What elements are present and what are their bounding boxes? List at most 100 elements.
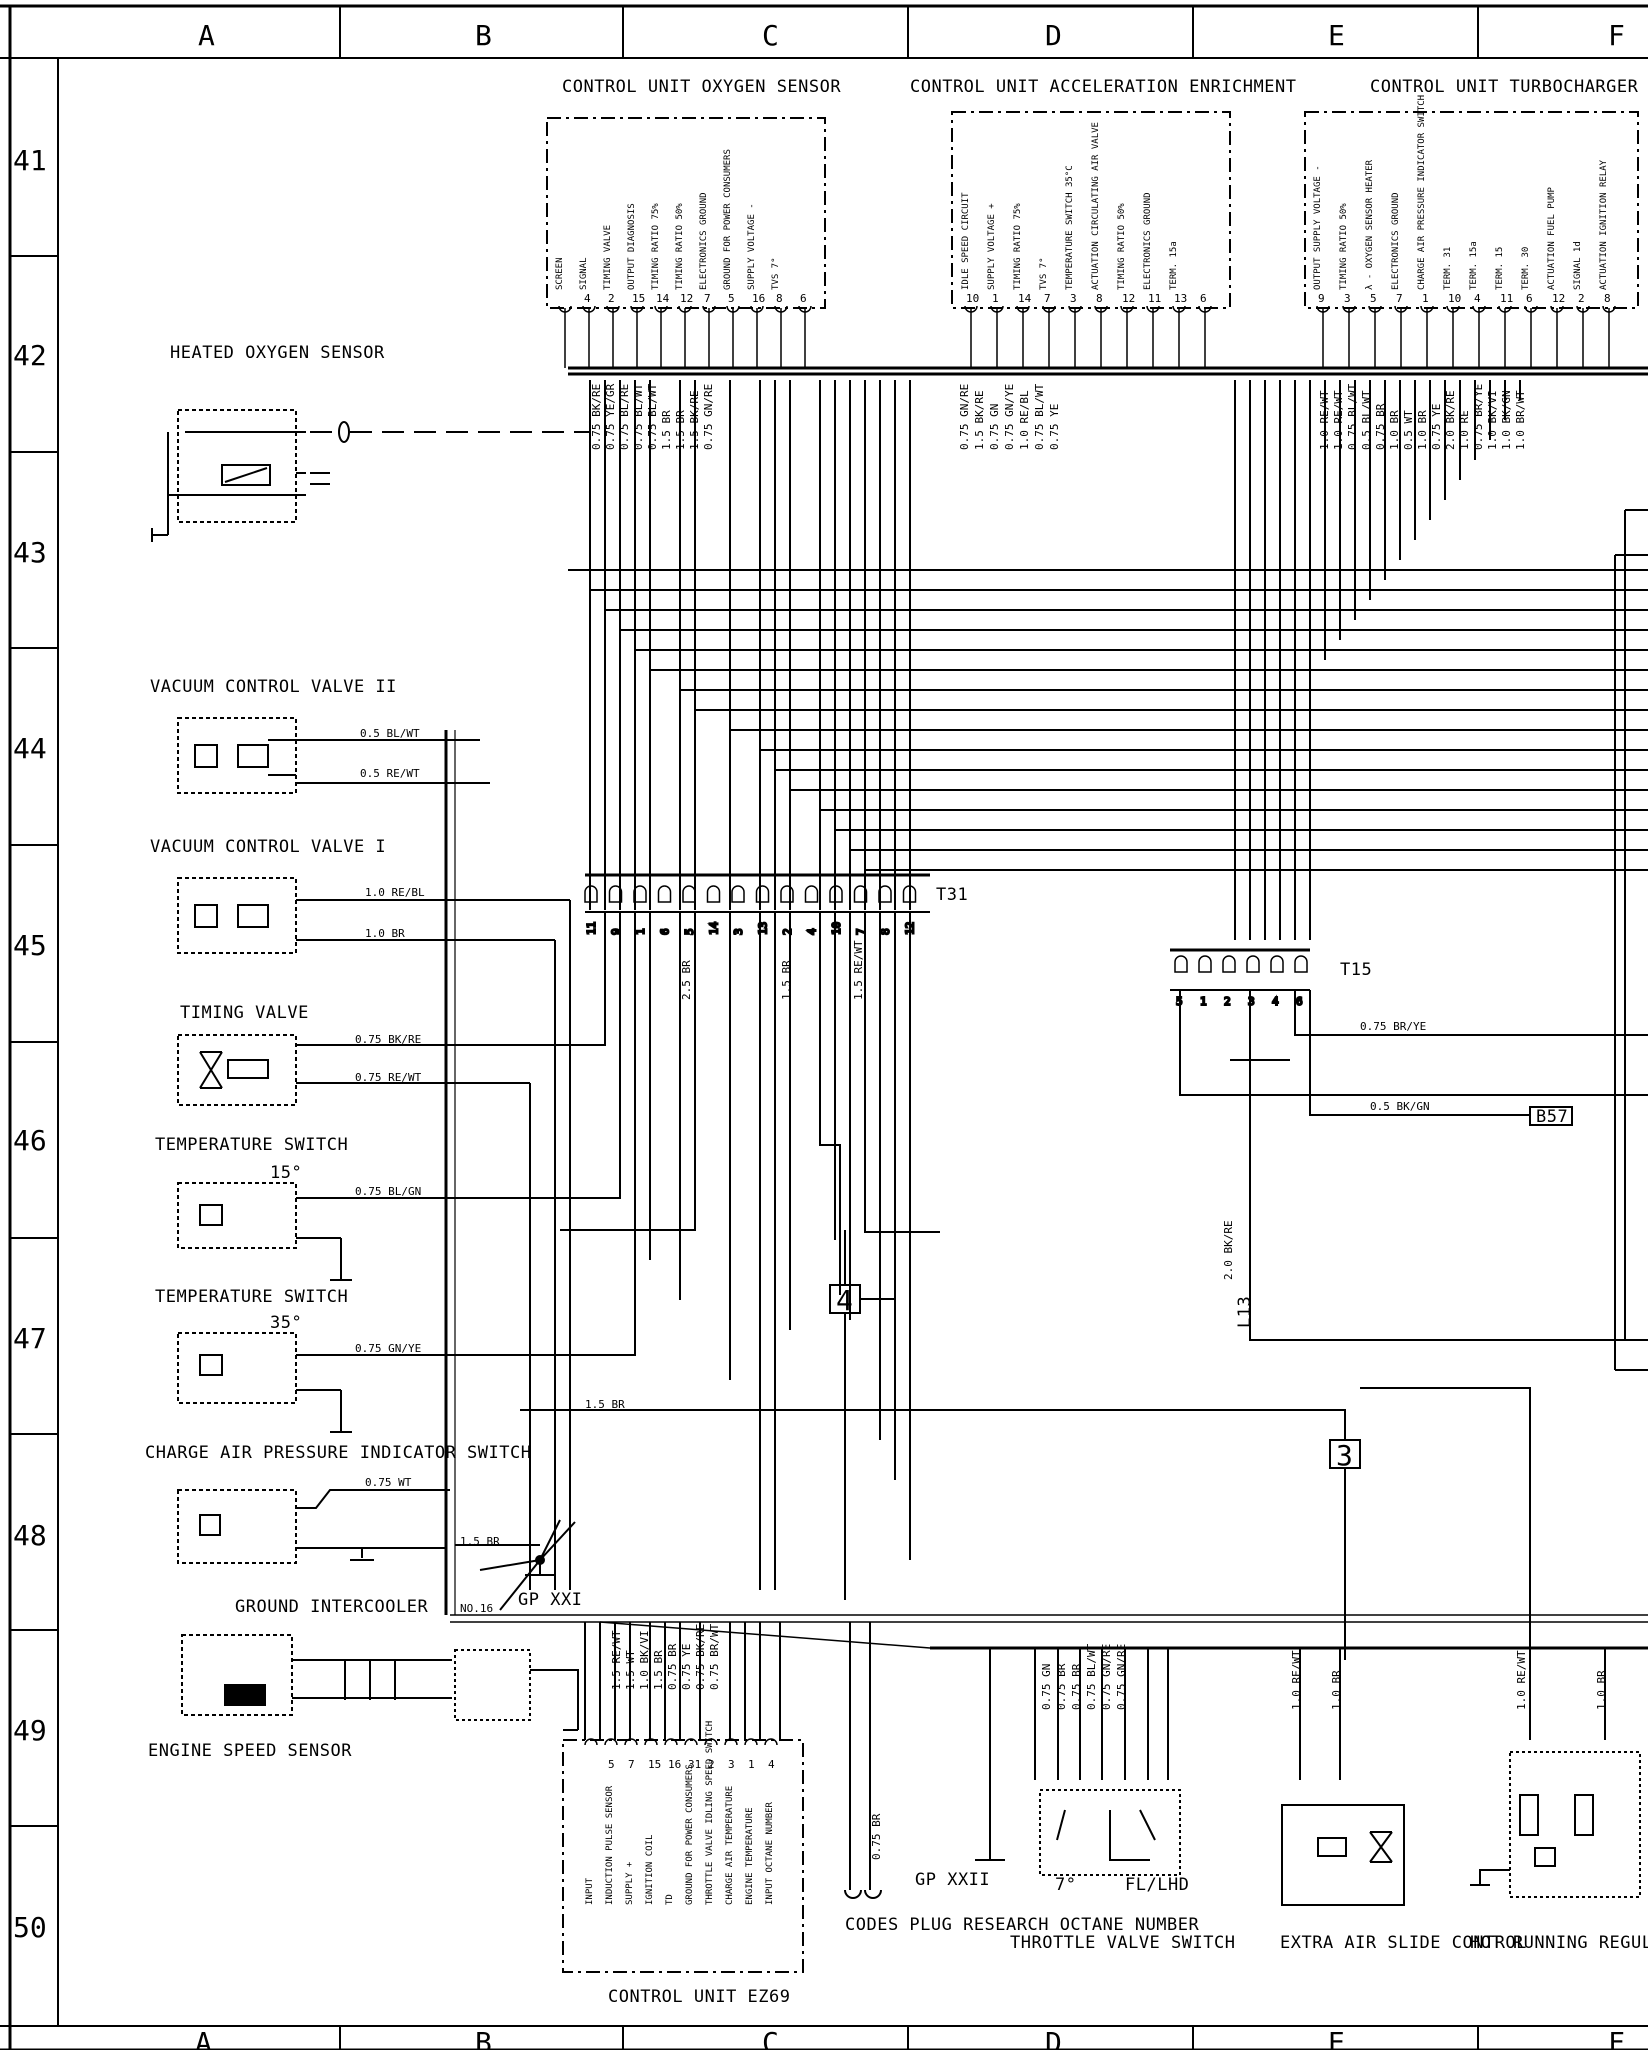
- gp22-label: GP XXII: [915, 1870, 990, 1890]
- ez69-pin-socket: [584, 1738, 598, 1746]
- ez69-pin-socket: [624, 1738, 638, 1746]
- engine-speed-sensor: [181, 1634, 579, 1731]
- ez69-pin-socket: [684, 1738, 698, 1746]
- accel-pin-number: 14: [1018, 292, 1032, 305]
- turbo-pin-socket: [1524, 305, 1538, 313]
- t31-pin-socket: [878, 885, 892, 903]
- temp-switch-15-deg: 15°: [270, 1163, 302, 1183]
- row-label-42: 42: [13, 339, 47, 372]
- throttle-wire-label: 0.75 GN/RE: [1100, 1644, 1113, 1710]
- ez69-pin-socket: [604, 1738, 618, 1746]
- oxygen-pin-label: TIMING VALVE: [603, 225, 613, 290]
- throttle-valve-switch-label: THROTTLE VALVE SWITCH: [1010, 1933, 1235, 1953]
- col-label-a: A: [198, 19, 215, 52]
- col-label-e: E: [1328, 19, 1345, 52]
- accel-pin-label: TVS 7°: [1039, 257, 1049, 290]
- accel-unit-title: CONTROL UNIT ACCELERATION ENRICHMENT: [910, 77, 1296, 97]
- turbo-wire-label: 2.0 BK/RE: [1444, 390, 1457, 450]
- oxygen-pin-number: 8: [776, 292, 783, 305]
- timing-valve-label: TIMING VALVE: [180, 1003, 309, 1023]
- t31-pin-number: 11: [585, 922, 598, 935]
- accel-pin-label: TIMING RATIO 50%: [1117, 203, 1127, 290]
- ez69-wire-label: 1.0 BK/VI: [638, 1630, 651, 1690]
- turbo-wire-label: 0.5 WT: [1402, 410, 1415, 450]
- throttle-7-label: 7°: [1055, 1875, 1076, 1895]
- t31-pin-socket: [780, 885, 794, 903]
- ez69-pin-number: 31: [688, 1758, 701, 1771]
- col-label-d-bottom: D: [1045, 2026, 1062, 2050]
- oxygen-pin-number: 7: [704, 292, 711, 305]
- accel-pin-socket: [1172, 305, 1186, 313]
- accel-pin-socket: [1198, 305, 1212, 313]
- t15-pin-socket: [1246, 955, 1260, 973]
- oxygen-wire-label: 1.5 BR: [660, 410, 673, 450]
- turbo-wire-label: 0.75 BL/WT: [1346, 383, 1359, 450]
- vacuum-valve-1-label: VACUUM CONTROL VALVE I: [150, 837, 386, 857]
- turbo-pin-number: 2: [1578, 292, 1585, 305]
- accel-pin-number: 13: [1174, 292, 1187, 305]
- oxygen-pin-label: GROUND FOR POWER CONSUMERS: [723, 149, 733, 290]
- ground-wire-label: 1.5 BR: [460, 1535, 500, 1548]
- oxygen-wire-label: 0.75 BL/WT: [632, 383, 645, 450]
- t31-pin-socket: [731, 885, 745, 903]
- ez69-pin-label: SUPPLY +: [625, 1861, 635, 1905]
- timing-wire-label: 0.75 BK/RE: [355, 1033, 421, 1046]
- turbo-pin-label: TERM. 15a: [1469, 241, 1479, 290]
- t31-pin-number: 8: [879, 928, 892, 935]
- vacuum-control-valve-1: [177, 877, 446, 954]
- t15-pin-number: 6: [1296, 995, 1303, 1008]
- accel-pin-label: IDLE SPEED CIRCUIT: [961, 192, 971, 290]
- t31-pin-socket: [657, 885, 672, 903]
- oxygen-pin-number: 12: [680, 292, 693, 305]
- t15-pin-number: 1: [1200, 995, 1207, 1008]
- accel-pin-number: 8: [1096, 292, 1103, 305]
- component-labels: HEATED OXYGEN SENSOR VACUUM CONTROL VALV…: [145, 343, 1648, 1953]
- accel-wire-label: 0.75 GN/YE: [1003, 384, 1016, 450]
- ez69-pin-label: ENGINE TEMPERATURE: [745, 1807, 755, 1905]
- t15-pin-number: 2: [1224, 995, 1231, 1008]
- t15-wire-label: 0.75 BR/YE: [1360, 1020, 1426, 1033]
- oxygen-pin-number: 2: [608, 292, 615, 305]
- accel-wire-label: 1.0 RE/BL: [1018, 390, 1031, 450]
- turbo-pin-number: 6: [1526, 292, 1533, 305]
- accel-pin-socket: [1042, 305, 1056, 313]
- row-label-47: 47: [13, 1322, 47, 1355]
- turbo-wire-label: 1.0 BR/WT: [1514, 390, 1527, 450]
- oxygen-unit-title: CONTROL UNIT OXYGEN SENSOR: [562, 77, 841, 97]
- ez69-wire-label: 0.75 YE: [680, 1644, 693, 1690]
- throttle-wire-label: 0.75 GN/RE: [1115, 1644, 1128, 1710]
- oxygen-pin-socket: [702, 305, 716, 313]
- central-wiring: [444, 380, 1648, 1906]
- oxygen-pin-socket: [606, 305, 620, 313]
- turbo-wire-label: 0.75 YE: [1430, 404, 1443, 450]
- l13-label: L13: [1235, 1296, 1255, 1328]
- turbo-wire-label: 1.0 BK/GN: [1500, 390, 1513, 450]
- temp-switch-35-deg: 35°: [270, 1313, 302, 1333]
- turbo-pin-label: OUTPUT SUPPLY VOLTAGE -: [1313, 165, 1323, 290]
- vac1-wire-label: 1.0 RE/BL: [365, 886, 425, 899]
- t15-pin-socket: [1198, 955, 1212, 973]
- t15-label: T15: [1340, 960, 1372, 980]
- oxygen-wire-label: 0.75 BL/RE: [618, 384, 631, 450]
- accel-pin-number: 1: [992, 292, 999, 305]
- heated-oxygen-sensor: [151, 409, 591, 542]
- grid-labels: A B C D E F A B C D E F 41 42 43 44 45 4…: [13, 19, 1625, 2050]
- turbo-pin-number: 10: [1448, 292, 1461, 305]
- oxygen-pin-socket: [726, 305, 740, 313]
- oxygen-pin-socket: [630, 305, 644, 313]
- oxygen-pin-label: SIGNAL: [579, 257, 589, 290]
- charge-air-switch-label: CHARGE AIR PRESSURE INDICATOR SWITCH: [145, 1443, 531, 1463]
- unit-titles: CONTROL UNIT OXYGEN SENSOR CONTROL UNIT …: [562, 77, 1638, 2007]
- turbo-pin-number: 1: [1422, 292, 1429, 305]
- oxygen-pin-socket: [798, 305, 812, 313]
- oxygen-pin-label: OUTPUT DIAGNOSIS: [627, 203, 637, 290]
- extra_air-wire-label: 1.0 RE/WT: [1290, 1650, 1303, 1710]
- turbo-wire-label: 1.0 RE: [1458, 410, 1471, 450]
- turbo-pin-label: TERM. 30: [1521, 247, 1531, 290]
- vac2-wire-label: 0.5 RE/WT: [360, 767, 420, 780]
- accel-wire-label: 0.75 YE: [1048, 404, 1061, 450]
- accel-pin-number: 10: [966, 292, 979, 305]
- t15-pin-socket: [1174, 955, 1188, 973]
